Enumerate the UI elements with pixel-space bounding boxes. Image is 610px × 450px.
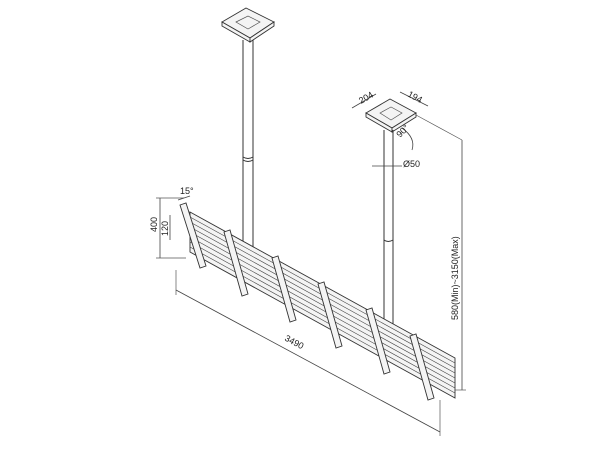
svg-text:3490: 3490	[283, 333, 305, 351]
ceiling-plate-right	[365, 98, 417, 133]
display-brackets	[179, 202, 435, 401]
pole-left	[242, 40, 254, 258]
dimension-tilt: 400 120 15°	[149, 186, 194, 259]
dimension-height: 580(Min)~3150(Max)	[415, 114, 466, 391]
svg-text:204: 204	[357, 90, 375, 106]
svg-text:120: 120	[160, 221, 170, 236]
svg-text:15°: 15°	[180, 186, 194, 196]
svg-text:580(Min)~3150(Max): 580(Min)~3150(Max)	[450, 236, 460, 320]
svg-text:400: 400	[149, 217, 159, 232]
ceiling-plate-left	[221, 7, 275, 43]
pole-right	[383, 130, 394, 335]
svg-text:Ø50: Ø50	[403, 159, 420, 169]
